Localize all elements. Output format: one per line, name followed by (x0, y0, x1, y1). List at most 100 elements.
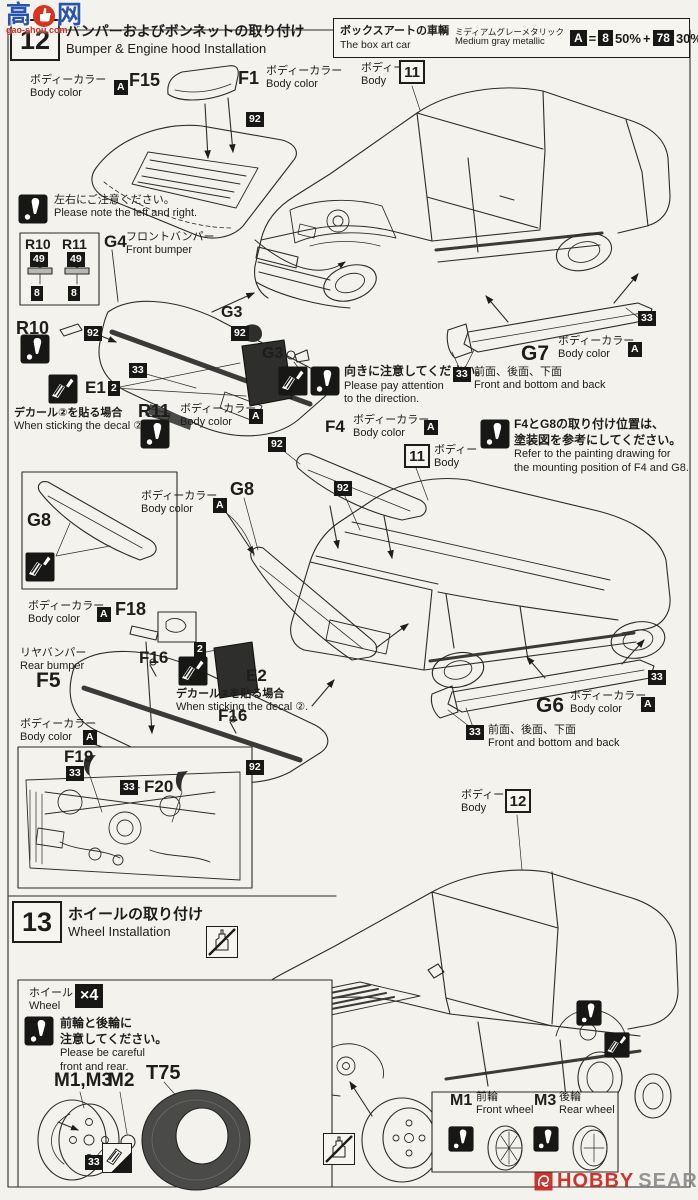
part-label-m1-m3: M1,M3 (54, 1070, 113, 1091)
part-label-f1: F1 (238, 68, 260, 88)
paint-92-chip: 92 (246, 760, 264, 775)
box-art-car-label: ボックスアートの車輌 The box art car (340, 25, 450, 51)
paint-49-chip: 49 (30, 252, 48, 267)
body-part-number-12: 12 (505, 789, 531, 813)
paint-92-chip: 92 (231, 326, 249, 341)
paint-mix-formula: A = 8 50% + 78 30% + 5 20% (570, 30, 698, 46)
part-label-g3: G3 (221, 304, 243, 321)
body-label: ボディー Body (434, 444, 478, 470)
paint-33-chip: 33 (129, 363, 147, 378)
paint-92-chip: 92 (246, 112, 264, 127)
paint-33-chip: 33 (648, 670, 666, 685)
rear-bumper-label: リヤバンパー Rear bumper (20, 647, 87, 673)
exclamation-icon (24, 1016, 54, 1046)
wheel-label: ホイール Wheel (29, 987, 73, 1013)
watermark-gaoshou: 高 网 gao-shou.com (6, 3, 82, 35)
color-a-chip: A (628, 342, 642, 357)
note-left-right: 左右にご注意ください。 Please note the left and rig… (54, 194, 198, 220)
exclamation-icon (448, 1126, 474, 1152)
thumb-up-icon (32, 4, 56, 28)
exclamation-icon (310, 366, 340, 396)
paint-8-chip: 8 (68, 286, 80, 301)
part-label-f16: F16 (139, 648, 169, 667)
note-surfaces-g7: 前面、後面、下面 Front and bottom and back (474, 366, 606, 392)
paint-brush-icon (25, 552, 55, 582)
paint-92-chip: 92 (268, 437, 286, 452)
paint-brush-icon (178, 656, 208, 686)
note-front-rear-wheels: 前輪と後輪に 注意してください。 Please be careful front… (60, 1016, 168, 1073)
exclamation-icon (20, 334, 50, 364)
paint-33-chip: 33 (453, 367, 471, 382)
no-glue-icon (206, 926, 238, 958)
step-12-title-jp: バンパーおよびボンネットの取り付け (66, 23, 305, 39)
paint-33-chip: 33 (466, 725, 484, 740)
note-decal-1: デカール②を貼る場合 When sticking the decal ②. (14, 407, 147, 433)
part-label-f16: F16 (218, 706, 248, 725)
part-label-f5: F5 (36, 669, 61, 692)
paint-92-chip: 92 (84, 326, 102, 341)
color-a-chip: A (83, 730, 97, 745)
no-glue-icon (323, 1133, 355, 1165)
part-label-g3: G3 (262, 345, 284, 362)
step-13-number: 13 (12, 901, 62, 943)
part-label-f18: F18 (115, 599, 147, 619)
decal-2-chip: 2 (194, 642, 206, 657)
part-label-f15: F15 (129, 70, 161, 90)
color-a-chip: A (97, 607, 111, 622)
paint-brush-icon (48, 374, 78, 404)
part-label-g4: G4 (104, 232, 127, 251)
hobbysearch-logo-icon (534, 1172, 553, 1191)
watermark-char-left: 高 (6, 1, 32, 29)
watermark-search-text: SEARCH (638, 1170, 698, 1192)
color-a-chip: A (424, 420, 438, 435)
body-color-label: ボディーカラー Body color (558, 335, 635, 361)
part-label-e2: E2 (246, 666, 267, 685)
color-a-chip: A (249, 409, 263, 424)
exclamation-icon (140, 419, 170, 449)
decal-2-chip: 2 (108, 381, 120, 396)
paint-33-chip: 33 (638, 311, 656, 326)
color-a-chip: A (114, 80, 128, 95)
part-label-r10: R10 (16, 318, 50, 338)
part-label-g6: G6 (536, 694, 565, 717)
part-label-m3: M3 (534, 1092, 557, 1109)
step-13-title-en: Wheel Installation (68, 924, 171, 939)
front-bumper-label: フロントバンパー Front bumper (126, 231, 215, 257)
body-part-number-11: 11 (399, 60, 425, 84)
body-color-label: ボディーカラー Body color (28, 600, 105, 626)
watermark-char-right: 网 (57, 1, 83, 29)
note-direction: 向きに注意してください。 Please pay attention to the… (344, 364, 488, 406)
rear-wheel-label: 後輪 Rear wheel (559, 1091, 615, 1117)
note-decal-2: デカール②を貼る場合 When sticking the decal ②. (176, 688, 309, 714)
body-color-label: ボディーカラー Body color (353, 414, 430, 440)
paint-92-chip: 92 (334, 481, 352, 496)
exclamation-icon (576, 1000, 602, 1026)
body-label: ボディー Body (461, 789, 505, 815)
watermark-hobbysearch: HOBBY SEARCH (534, 1170, 698, 1193)
watermark-hobby-text: HOBBY (557, 1170, 635, 1192)
body-color-label: ボディーカラー Body color (570, 690, 647, 716)
part-label-r11: R11 (62, 236, 87, 252)
quantity-x4-chip: ×4 (75, 984, 104, 1008)
paint-8-chip: 8 (31, 286, 43, 301)
body-color-label: ボディーカラー Body color (141, 490, 218, 516)
step-12-title: バンパーおよびボンネットの取り付け Bumper & Engine hood I… (66, 21, 304, 56)
exclamation-icon (18, 194, 48, 224)
body-color-label: ボディーカラー Body color (180, 403, 257, 429)
part-label-g8: G8 (230, 479, 255, 499)
body-color-label: ボディーカラー Body color (30, 74, 107, 100)
step-12-title-en: Bumper & Engine hood Installation (66, 41, 267, 56)
exclamation-icon (480, 419, 510, 449)
note-f4-g8-position: F4とG8の取り付け位置は、 塗装図を参考にしてください。 Refer to t… (514, 417, 689, 474)
paint-brush-icon (604, 1032, 630, 1058)
paint-brush-icon (278, 366, 308, 396)
step-13-title: ホイールの取り付け Wheel Installation (68, 903, 203, 939)
paint-code-chip-78: 78 (652, 30, 674, 46)
body-color-label: ボディーカラー Body color (20, 718, 97, 744)
step-13-title-jp: ホイールの取り付け (68, 906, 204, 923)
body-label: ボディー Body (361, 62, 405, 88)
exclamation-icon (533, 1126, 559, 1152)
box-art-paint-note: ボックスアートの車輌 The box art car ミディアムグレーメタリック… (333, 18, 698, 58)
part-label-t75: T75 (146, 1062, 181, 1084)
